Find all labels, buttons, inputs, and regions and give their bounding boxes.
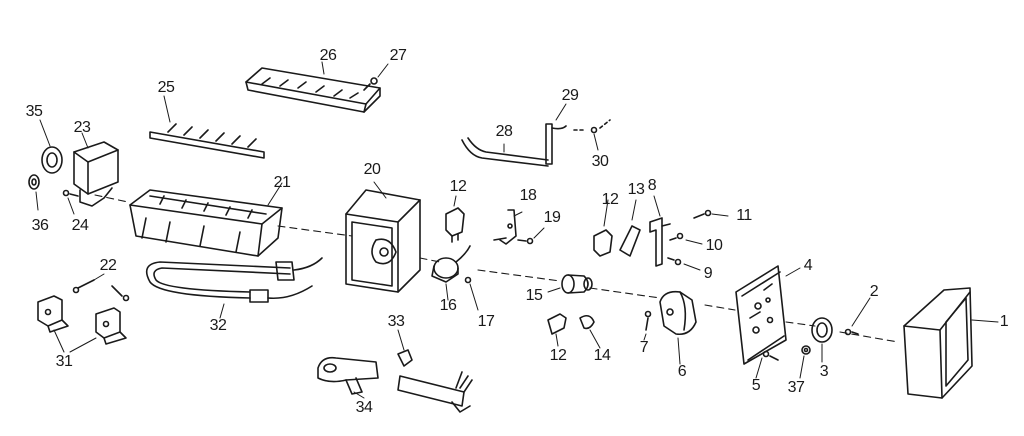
part-31-brackets: [37, 295, 127, 353]
callout-1: 1: [999, 313, 1009, 330]
callout-25: 25: [157, 79, 175, 96]
part-1-cover: [903, 287, 999, 399]
part-20-housing: [345, 181, 421, 293]
part-8-bracket: [649, 195, 671, 267]
part-17-screw: [464, 276, 479, 311]
part-10-screw: [669, 232, 703, 245]
callout-22: 22: [99, 257, 117, 274]
part-25-ejector: [149, 95, 265, 159]
part-16-thermostat: [431, 245, 471, 301]
part-13-cam: [619, 199, 641, 257]
callout-12-middle: 12: [601, 191, 619, 208]
callout-14: 14: [593, 347, 611, 364]
callout-15: 15: [525, 287, 543, 304]
part-5-screw: [755, 350, 779, 379]
part-4-mounting-plate: [735, 265, 801, 365]
callout-2: 2: [869, 283, 879, 300]
callout-17: 17: [477, 313, 495, 330]
part-21-ice-mold: [129, 182, 283, 257]
part-19-screw: [517, 227, 545, 245]
part-12-switch-upper: [445, 195, 465, 243]
callout-36: 36: [31, 217, 49, 234]
callout-21: 21: [273, 174, 291, 191]
callout-4: 4: [803, 257, 813, 274]
callout-29: 29: [561, 87, 579, 104]
callout-23: 23: [73, 119, 91, 136]
callout-18: 18: [519, 187, 537, 204]
callout-32: 32: [209, 317, 227, 334]
callout-30: 30: [591, 153, 609, 170]
part-3-gear: [811, 317, 833, 363]
part-35-gear: [39, 119, 63, 174]
callout-10: 10: [705, 237, 723, 254]
callout-37: 37: [787, 379, 805, 396]
callout-34: 34: [355, 399, 373, 416]
part-9-screw: [667, 257, 701, 271]
part-2-screw: [844, 297, 871, 336]
part-12-switch-lower: [547, 313, 567, 347]
callout-27: 27: [389, 47, 407, 64]
part-36-washer: [28, 174, 40, 211]
callout-33: 33: [387, 313, 405, 330]
part-23-motor: [73, 132, 119, 207]
part-15-coupling: [547, 274, 593, 294]
callout-12-upper: 12: [449, 178, 467, 195]
callout-11: 11: [736, 207, 752, 224]
callout-16: 16: [439, 297, 457, 314]
callout-35: 35: [25, 103, 43, 120]
part-24-screw: [62, 189, 79, 215]
callout-24: 24: [71, 217, 89, 234]
leader-26: [321, 61, 325, 75]
part-11-screw: [693, 209, 729, 219]
part-14-clip: [579, 314, 601, 349]
callout-28: 28: [495, 123, 513, 140]
part-37-nut: [799, 345, 811, 379]
part-18-lever: [493, 209, 523, 245]
callout-5: 5: [751, 377, 761, 394]
part-7-screw: [643, 310, 652, 341]
callout-31: 31: [55, 353, 73, 370]
part-26-arm-frame: [245, 67, 381, 113]
part-28-arm: [461, 137, 549, 167]
part-33-clip: [397, 329, 413, 367]
part-27-screw: [363, 63, 389, 91]
part-29-bracket: [545, 103, 567, 165]
part-32-heater: [145, 257, 323, 319]
part-wire-harness: [397, 371, 473, 413]
callout-8: 8: [647, 177, 657, 194]
part-12-switch-middle: [593, 199, 613, 257]
part-30-clip: [573, 119, 611, 151]
callout-9: 9: [703, 265, 713, 282]
callout-7: 7: [639, 339, 649, 356]
callout-20: 20: [363, 161, 381, 178]
callout-13: 13: [627, 181, 645, 198]
part-6-motor: [659, 290, 697, 365]
callout-6: 6: [677, 363, 687, 380]
callout-3: 3: [819, 363, 829, 380]
part-34-fill-cup: [317, 356, 379, 399]
callout-19: 19: [543, 209, 561, 226]
part-22-screws: [72, 273, 130, 302]
callout-12-lower: 12: [549, 347, 567, 364]
assembly-centerline: [94, 194, 899, 343]
callout-26: 26: [319, 47, 337, 64]
